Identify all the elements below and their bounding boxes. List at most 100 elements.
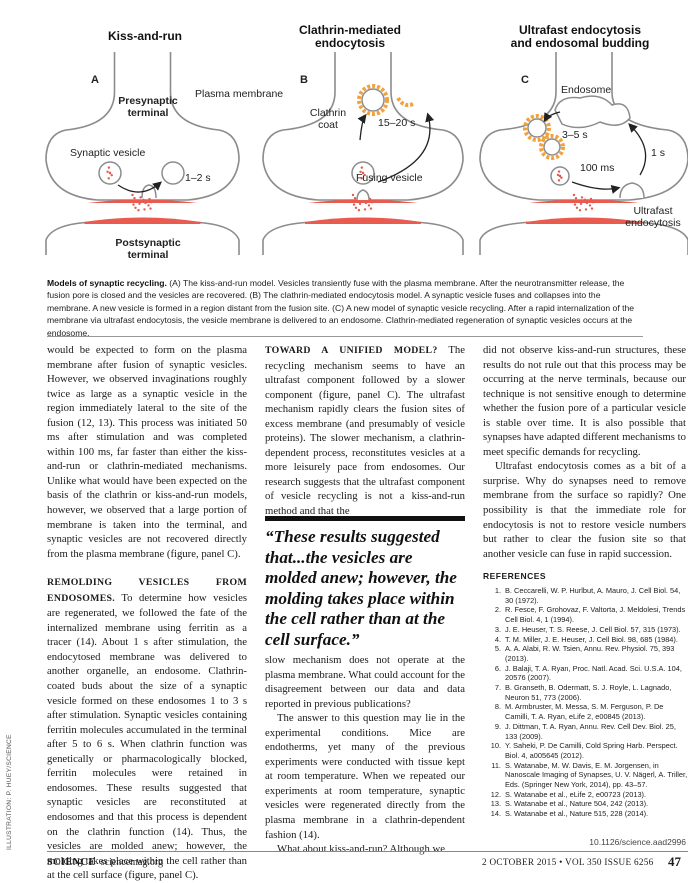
reference-item: 13. S. Watanabe et al., Nature 504, 242 (… (483, 799, 688, 809)
reference-text: R. Fesce, F. Grohovaz, F. Valtorta, J. M… (505, 605, 686, 625)
reference-number: 10. (490, 741, 501, 751)
transmitter-dot (137, 209, 140, 212)
transmitter-dot (353, 197, 357, 200)
transmitter-dot (133, 197, 136, 200)
transmitter-dot (591, 201, 595, 204)
transmitter-dot (574, 197, 578, 200)
reference-item: 9.J. Dittman, T. A. Ryan, Annu. Rev. Cel… (483, 722, 688, 741)
reference-number: 4. (494, 634, 501, 644)
reference-text: S. Watanabe, M. W. Davis, E. M. Jorgense… (505, 760, 688, 790)
postsynaptic-density (526, 217, 642, 224)
label-time-a: 1–2 s (185, 172, 211, 184)
arrow-bud (543, 111, 561, 123)
col3-paragraph-1: did not observe kiss-and-run structures,… (483, 344, 686, 458)
doi-link[interactable]: 10.1126/science.aad2996 (589, 837, 686, 847)
reference-item: 12.S. Watanabe et al., eLife 2, e00723 (… (483, 790, 688, 800)
reference-item: 4. T. M. Miller, J. E. Heuser, J. Cell Bi… (483, 635, 688, 645)
budding-vesicle-2 (543, 138, 561, 156)
transmitter-dot (367, 204, 371, 207)
col2-paragraph-1-text: The recycling mechanism seems to have an… (265, 344, 465, 518)
panel-letter-c: C (521, 74, 529, 86)
journal-name: SCIENCE (47, 857, 96, 868)
transmitter-dot (363, 208, 367, 211)
transmitter-dot (589, 197, 593, 201)
figure: Kiss-and-run Clathrin-mediated endocytos… (0, 0, 688, 270)
arrow-ultrafast (571, 181, 621, 194)
transmitter-dot (364, 201, 368, 205)
column-2-continued: slow mechanism does not operate at the p… (265, 653, 465, 857)
reference-text: B. Granseth, B. Odermatt, S. J. Royle, L… (505, 683, 672, 702)
reference-text: M. Armbruster, M. Messa, S. M. Ferguson,… (505, 702, 664, 722)
reference-number: 11. (491, 760, 501, 770)
caption-title: Models of synaptic recycling. (47, 278, 167, 288)
label-presynaptic: Presynaptic terminal (118, 95, 178, 119)
reference-item: 8.M. Armbruster, M. Messa, S. M. Ferguso… (483, 702, 688, 721)
transmitter-dot (351, 193, 355, 197)
postsynaptic-density (84, 217, 201, 224)
vesicle-content-dot (557, 170, 561, 173)
transmitter-dot (585, 201, 589, 205)
recovered-vesicle (161, 161, 185, 185)
reference-number: 14. (490, 809, 501, 819)
transmitter-dot (148, 197, 151, 201)
label-endosome: Endosome (561, 84, 612, 96)
coated-vesicle (361, 88, 385, 112)
reference-text: S. Watanabe et al., Nature 504, 242 (201… (505, 799, 649, 809)
panel-title-b: Clathrin-mediated endocytosis (298, 23, 401, 50)
pullquote-rule (265, 516, 465, 521)
reference-text: T. M. Miller, J. E. Heuser, J. Cell Biol… (505, 634, 678, 644)
reference-number: 1. (494, 586, 501, 595)
vesicle-content-dot (359, 170, 362, 173)
col2-paragraph-1: TOWARD A UNIFIED MODEL? The recycling me… (265, 343, 465, 519)
figure-caption: Models of synaptic recycling. (A) The ki… (47, 277, 643, 339)
transmitter-dot (369, 207, 373, 210)
transmitter-dot (352, 203, 356, 206)
pullquote: “These results suggested that...the vesi… (265, 527, 457, 649)
col2-paragraph-3: The answer to this question may lie in t… (265, 712, 465, 841)
vesicle-content-dot (110, 173, 113, 177)
col1-paragraph-2: REMOLDING VESICLES FROM ENDOSOMES. To de… (47, 575, 247, 882)
label-synaptic-vesicle: Synaptic vesicle (70, 147, 146, 159)
reference-text: Y. Saheki, P. De Camilli, Cold Spring Ha… (505, 741, 678, 760)
reference-item: 7.B. Granseth, B. Odermatt, S. J. Royle,… (483, 683, 688, 702)
transmitter-dot (580, 196, 584, 199)
reference-item: 5.A. A. Alabi, R. W. Tsien, Annu. Rev. P… (483, 644, 688, 663)
reference-item: 11. S. Watanabe, M. W. Davis, E. M. Jorge… (483, 761, 688, 790)
label-time-c3: 100 ms (580, 162, 615, 174)
endosome (554, 95, 631, 129)
col3-paragraph-2: Ultrafast endocytosis comes as a bit of … (483, 460, 686, 560)
vesicle-content-dot (361, 171, 365, 175)
label-plasma-membrane: Plasma membrane (195, 88, 284, 100)
vesicle-content-dot (363, 173, 366, 177)
reference-item: 1.B. Ceccarelli, W. P. Hurlbut, A. Mauro… (483, 586, 688, 605)
reference-number: 6. (494, 663, 501, 673)
vesicle-content-dot (107, 177, 110, 180)
arrow-kiss-run (117, 181, 162, 193)
clathrin-coat-vesicle (357, 84, 389, 116)
transmitter-dot (575, 206, 579, 209)
section-heading-unified: TOWARD A UNIFIED MODEL? (265, 345, 438, 356)
transmitter-dot (142, 198, 145, 201)
col2-paragraph-2: slow mechanism does not operate at the p… (265, 654, 465, 710)
footer-journal: SCIENCE sciencemag.org (47, 857, 163, 868)
vesicle-content-dot (106, 170, 109, 173)
ultrafast-invagination (619, 182, 645, 199)
reference-item: 3.J. E. Heuser, T. S. Reese, J. Cell Bio… (483, 625, 688, 635)
reference-number: 13. (490, 799, 501, 809)
label-fusing-vesicle: Fusing vesicle (356, 172, 423, 184)
transmitter-dot (143, 208, 146, 211)
label-ultrafast: Ultrafast endocytosis (625, 205, 681, 229)
reference-number: 5. (494, 644, 501, 654)
journal-site[interactable]: sciencemag.org (100, 857, 163, 868)
label-postsynaptic: Postsynaptic terminal (115, 237, 181, 261)
transmitter-dot (144, 201, 147, 205)
vesicle-content-dot (360, 166, 364, 169)
transmitter-dot (134, 206, 137, 209)
panel-letter-b: B (300, 74, 308, 86)
postsynaptic-membrane (262, 221, 464, 255)
label-clathrin-coat: Clathrin coat (309, 107, 347, 131)
vesicle-content-dot (560, 176, 563, 179)
transmitter-dot (579, 202, 583, 205)
col2-paragraph-4: What about kiss-and-run? Although we (277, 843, 445, 856)
reference-item: 2.R. Fesce, F. Grohovaz, F. Valtorta, J.… (483, 605, 688, 624)
